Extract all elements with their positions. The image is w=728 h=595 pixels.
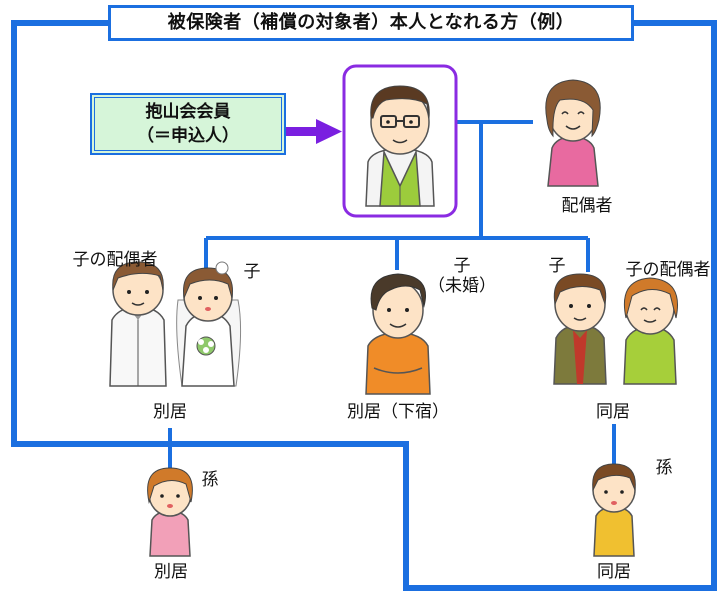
right-son-figure (553, 273, 607, 385)
left-couple-status-label: 別居 (153, 402, 187, 422)
member-applicant-box: 抱山会会員 （＝申込人） (90, 93, 286, 155)
bride-figure (176, 261, 242, 387)
right-couple-status-label: 同居 (596, 402, 630, 422)
left-child-spouse-label: 子の配偶者 (72, 250, 158, 270)
left-grandchild-figure (147, 467, 193, 557)
left-grandchild-label: 孫 (201, 470, 219, 490)
groom-figure (109, 261, 167, 387)
spouse-label: 配偶者 (561, 196, 613, 216)
member-role-label: （＝申込人） (137, 126, 239, 146)
middle-status-label: 別居（下宿） (347, 402, 449, 422)
right-grandchild-status-label: 同居 (597, 562, 631, 582)
member-label: 抱山会会員 (145, 102, 231, 122)
tree-connectors (168, 120, 616, 468)
right-child-spouse-figure (623, 277, 678, 385)
unmarried-son-figure (365, 273, 431, 395)
right-child-spouse-label: 子の配偶者 (625, 260, 711, 280)
coverage-boundary-line (11, 20, 717, 591)
right-grandchild-label: 孫 (655, 458, 673, 478)
unmarried-status-label: （未婚） (428, 276, 496, 296)
member-man-figure (365, 85, 435, 207)
unmarried-child-label: 子 (453, 256, 471, 276)
left-child-label: 子 (243, 262, 261, 282)
left-grandchild-status-label: 別居 (154, 562, 188, 582)
arrow-member-to-self (286, 119, 342, 144)
right-grandchild-figure (592, 463, 636, 557)
spouse-figure (545, 79, 601, 187)
diagram-title: 被保険者（補償の対象者）本人となれる方（例） (108, 5, 634, 41)
right-child-label: 子 (548, 256, 566, 276)
